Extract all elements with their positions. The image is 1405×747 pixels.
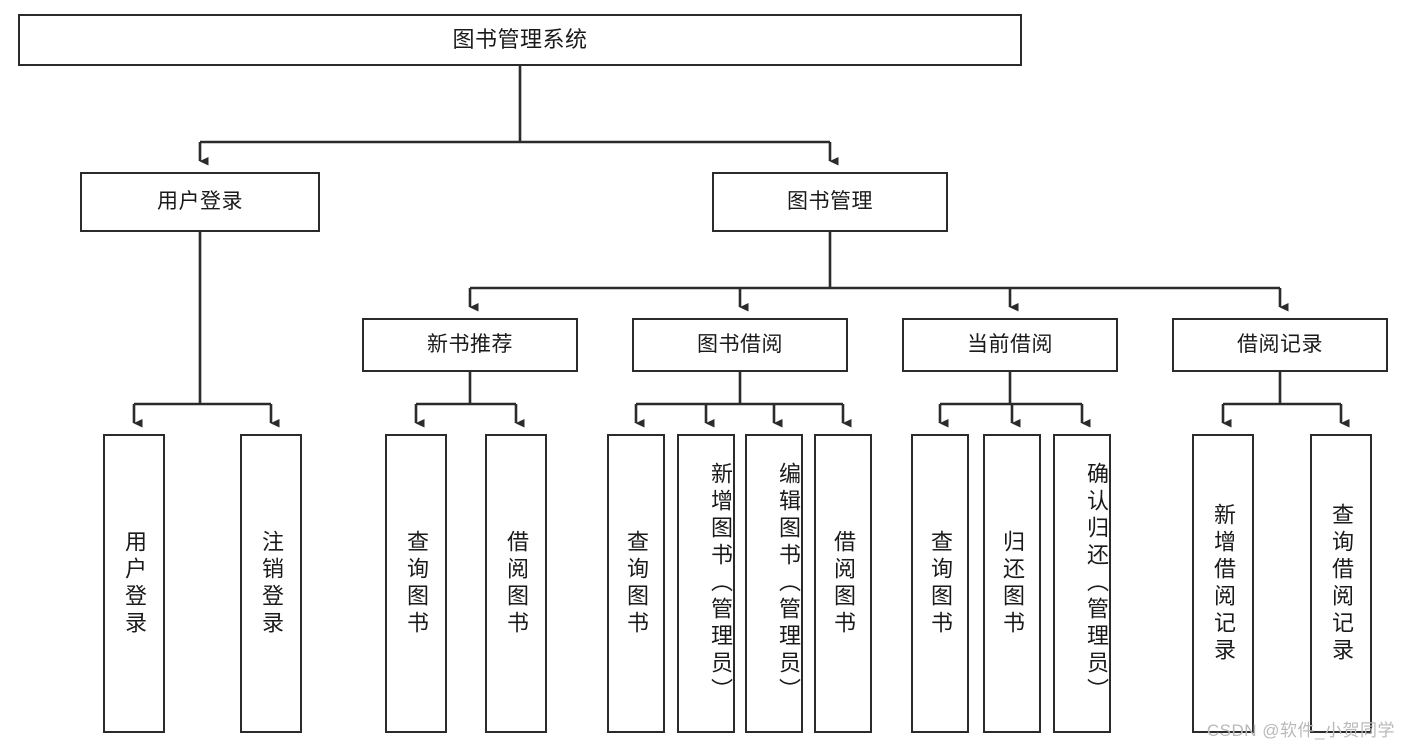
connector-stem-new-book-recommend xyxy=(416,372,516,406)
node-book-borrow[interactable]: 图书借阅 xyxy=(632,318,848,372)
node-label: 编辑图书（管理员） xyxy=(776,462,801,705)
node-book-management[interactable]: 图书管理 xyxy=(712,172,948,232)
node-label: 注销登录 xyxy=(258,529,284,638)
node-leaf-logout[interactable]: 注销登录 xyxy=(240,434,302,733)
node-leaf-confirm-return[interactable]: 确认归还（管理员） xyxy=(1053,434,1111,733)
node-leaf-add-book[interactable]: 新增图书（管理员） xyxy=(677,434,735,733)
node-leaf-return-book[interactable]: 归还图书 xyxy=(983,434,1041,733)
node-leaf-borrow-book[interactable]: 借阅图书 xyxy=(814,434,872,733)
node-label: 借阅记录 xyxy=(1237,332,1323,356)
node-label: 借阅图书 xyxy=(503,529,529,638)
node-label: 图书管理 xyxy=(787,189,873,213)
node-leaf-query-borrow-record[interactable]: 查询借阅记录 xyxy=(1310,434,1372,733)
node-label: 确认归还（管理员） xyxy=(1084,462,1109,705)
node-label: 查询图书 xyxy=(403,529,429,638)
node-current-borrow[interactable]: 当前借阅 xyxy=(902,318,1118,372)
node-label: 查询图书 xyxy=(927,529,953,638)
node-label: 查询图书 xyxy=(623,529,649,638)
node-new-book-recommend[interactable]: 新书推荐 xyxy=(362,318,578,372)
node-root-root[interactable]: 图书管理系统 xyxy=(18,14,1022,66)
connector-stem-user-login xyxy=(134,232,271,406)
node-label: 当前借阅 xyxy=(967,332,1053,356)
node-label: 新增借阅记录 xyxy=(1210,502,1236,665)
node-label: 图书管理系统 xyxy=(452,27,588,53)
node-label: 新增图书（管理员） xyxy=(708,462,733,705)
connector-stem-book-borrow xyxy=(636,372,843,406)
node-label: 用户登录 xyxy=(157,189,243,213)
connector-stem-borrow-record xyxy=(1223,372,1341,406)
node-user-login[interactable]: 用户登录 xyxy=(80,172,320,232)
connector-stem-book-management xyxy=(470,232,1280,290)
node-leaf-edit-book[interactable]: 编辑图书（管理员） xyxy=(745,434,803,733)
node-label: 用户登录 xyxy=(121,529,147,638)
node-leaf-user-login[interactable]: 用户登录 xyxy=(103,434,165,733)
node-leaf-query-book-borrow[interactable]: 查询图书 xyxy=(607,434,665,733)
node-label: 借阅图书 xyxy=(830,529,856,638)
node-leaf-add-borrow-record[interactable]: 新增借阅记录 xyxy=(1192,434,1254,733)
node-borrow-record[interactable]: 借阅记录 xyxy=(1172,318,1388,372)
node-label: 图书借阅 xyxy=(697,332,783,356)
node-label: 查询借阅记录 xyxy=(1328,502,1354,665)
node-leaf-borrow-book-recommend[interactable]: 借阅图书 xyxy=(485,434,547,733)
node-leaf-query-book-recommend[interactable]: 查询图书 xyxy=(385,434,447,733)
connector-stem-current-borrow xyxy=(940,372,1082,406)
node-label: 新书推荐 xyxy=(427,332,513,356)
connector-stem-root xyxy=(200,66,830,144)
node-leaf-query-book-current[interactable]: 查询图书 xyxy=(911,434,969,733)
node-label: 归还图书 xyxy=(999,529,1025,638)
